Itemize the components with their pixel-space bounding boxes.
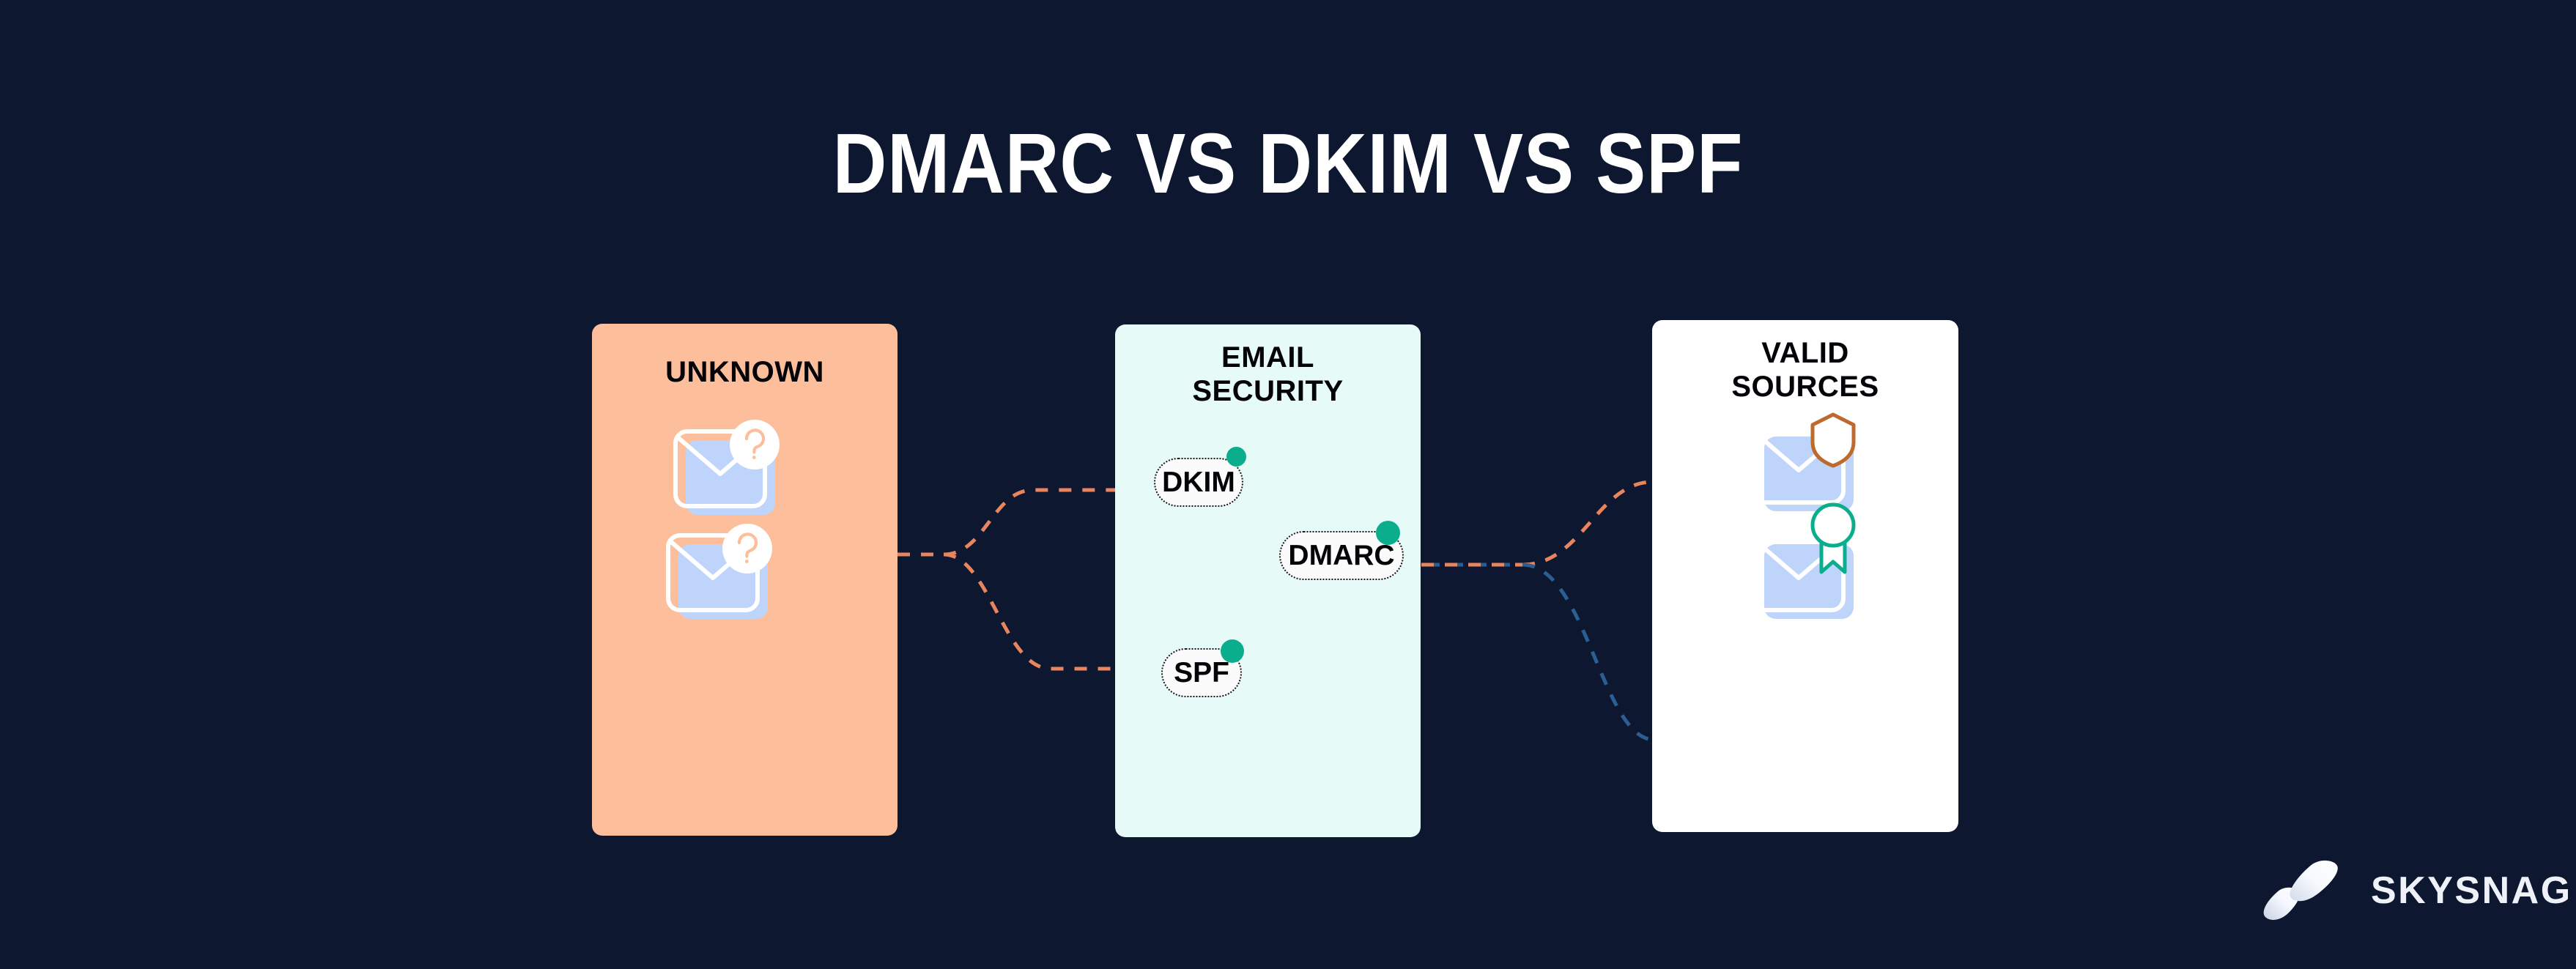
envelope-outline [673,429,767,508]
question-mark-icon [744,428,766,459]
panel-valid-sources: VALID SOURCES [1652,320,1958,832]
shield-icon [1810,412,1856,468]
panel-unknown-title: UNKNOWN [665,356,824,388]
envelope-outline [1752,426,1846,505]
skysnag-logo-mark [2263,860,2338,920]
node-spf-status-dot [1221,639,1244,663]
question-badge [730,420,780,469]
envelope-valid-shielded [1751,412,1861,519]
node-dmarc-status-dot [1376,521,1400,545]
envelope-unknown-1 [673,420,782,522]
panel-email-security: EMAIL SECURITY [1115,324,1421,837]
skysnag-logo: SKYSNAG [2249,860,2572,921]
envelope-outline [666,533,760,612]
panel-email-security-title: EMAIL SECURITY [1192,341,1344,407]
envelope-unknown-2 [665,524,775,626]
envelope-valid-certified [1751,502,1861,626]
node-spf[interactable]: SPF [1161,648,1242,697]
node-dkim-status-dot [1226,447,1246,467]
node-spf-label: SPF [1174,656,1229,688]
node-dmarc-label: DMARC [1288,539,1395,571]
panel-unknown: UNKNOWN [592,324,897,836]
question-badge [722,524,772,573]
node-dkim[interactable]: DKIM [1154,458,1243,507]
page-title: DMARC VS DKIM VS SPF [832,116,1744,211]
ribbon-award-icon [1810,502,1856,574]
node-dkim-label: DKIM [1162,466,1235,498]
skysnag-wordmark: SKYSNAG [2371,869,2572,912]
panel-valid-sources-title: VALID SOURCES [1731,337,1879,403]
question-mark-icon [737,532,758,563]
